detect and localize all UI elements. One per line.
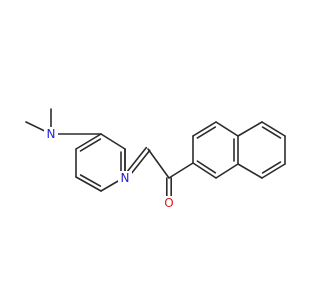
atom-label-n1: N xyxy=(47,127,56,141)
bond-c1-c2 xyxy=(147,148,170,179)
bond-imine-a xyxy=(130,149,151,175)
bond-n1-methyl1 xyxy=(25,121,46,132)
bond-naph-a-1 xyxy=(215,163,239,179)
label-mask xyxy=(44,127,58,141)
bond-phenylene-4 xyxy=(100,133,126,150)
bond-naph-a-inner-2 xyxy=(196,126,217,139)
bond-naph-b-4 xyxy=(237,121,263,137)
label-mask xyxy=(162,196,176,210)
bond-naph-b-3 xyxy=(261,121,286,137)
molecule-canvas: N N O xyxy=(25,108,286,210)
bond-naph-b-inner-0 xyxy=(261,161,282,174)
bond-naph-b-1 xyxy=(261,163,286,179)
atom-label-layer: N N O xyxy=(44,127,176,210)
bond-phenylene-5 xyxy=(75,133,102,150)
bond-naph-a-0 xyxy=(192,162,217,179)
atom-label-o1: O xyxy=(164,196,173,210)
bond-naph-a-inner-0 xyxy=(196,160,217,174)
structure-drawing: N N O xyxy=(25,108,286,210)
bond-naph-b-0 xyxy=(237,163,263,179)
bond-phenylene-inner-1 xyxy=(79,174,102,187)
atom-label-n2: N xyxy=(121,171,130,185)
imine-nitrogen: N xyxy=(118,171,132,185)
label-mask xyxy=(118,171,132,185)
bond-phenylene-1 xyxy=(75,176,102,192)
bond-imine-b xyxy=(126,146,148,172)
dimethylamino-nitrogen: N xyxy=(44,127,58,141)
bond-layer xyxy=(25,108,286,197)
bond-naph-a-3 xyxy=(215,121,239,137)
bond-phenylene-inner-0 xyxy=(79,138,102,152)
bond-naph-b-inner-1 xyxy=(261,126,282,139)
carbonyl-oxygen: O xyxy=(162,196,176,210)
bond-c2-naphthyl xyxy=(168,162,194,179)
bond-naph-a-4 xyxy=(192,121,217,137)
